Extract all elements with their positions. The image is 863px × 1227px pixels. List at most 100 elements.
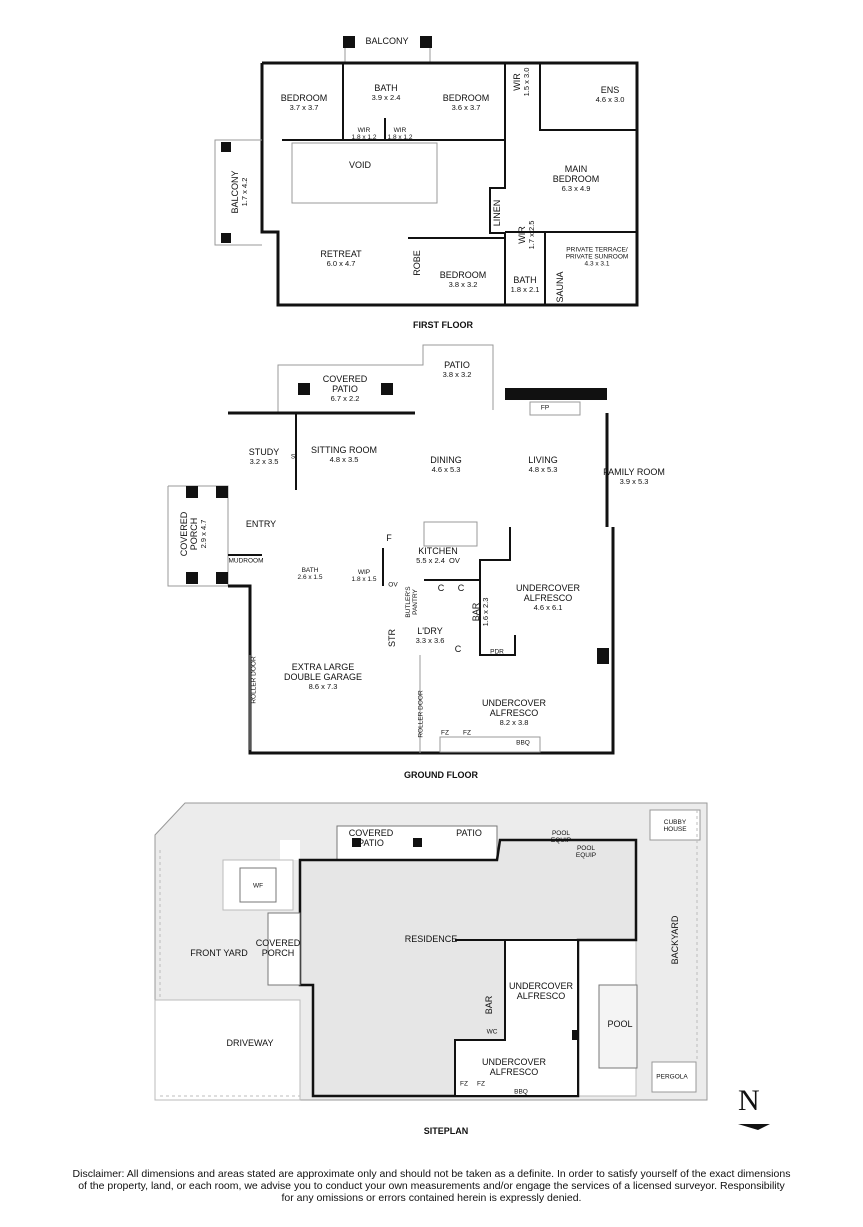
room-dims: 8.2 x 3.8 (499, 718, 529, 727)
label-line: BAR (484, 995, 494, 1015)
room-name: C (457, 583, 465, 593)
room-dims: 2.6 x 1.5 (297, 574, 323, 581)
room-name: WIP (357, 569, 371, 576)
label-line: RESIDENCE (404, 934, 458, 944)
ground-floor-title: GROUND FLOOR (404, 770, 478, 780)
room-name: PORCH (189, 517, 199, 551)
label-line: COVERED (348, 828, 394, 838)
room-dims: 3.2 x 3.5 (249, 457, 279, 466)
north-arrow-icon: N (738, 1084, 760, 1118)
label-line: PATIO (358, 838, 384, 848)
storage-label: S (291, 454, 295, 461)
room-name: SAUNA (555, 271, 565, 303)
room-name: DINING (430, 455, 462, 465)
room-name: C (454, 644, 462, 654)
first-floor-walls (214, 36, 639, 307)
room-dims: 1.5 x 3.0 (522, 67, 531, 97)
label-line: WC (486, 1028, 498, 1036)
room-name: C (437, 583, 445, 593)
room-label-linen: LINEN (492, 200, 502, 227)
room-label-powder-room: PDR (490, 649, 504, 656)
room-name: VOID (348, 160, 372, 170)
hedge-line (159, 810, 698, 1097)
room-name: FP (540, 404, 550, 412)
room-dims: 1.6 x 2.3 (481, 597, 490, 627)
label-line: FZ (477, 1080, 485, 1088)
label-line: ALFRESCO (516, 991, 566, 1001)
room-name: OV (388, 581, 398, 589)
room-dims: 4.8 x 3.5 (329, 455, 359, 464)
site-label-patio: PATIO (456, 828, 482, 838)
roller-door-label: ROLLER DOOR (251, 656, 258, 703)
siteplan-title: SITEPLAN (423, 1126, 469, 1136)
room-dims: 1.8 x 1.5 (351, 576, 377, 583)
first-floor-title: FIRST FLOOR (413, 320, 473, 330)
fridge-label: F (386, 533, 392, 543)
room-name: DOUBLE GARAGE (283, 672, 363, 682)
room-name: STUDY (248, 447, 280, 457)
north-arrow-pointer-icon (738, 1124, 770, 1130)
freezer-label: FZ (441, 730, 449, 737)
site-label-bar: BAR (484, 996, 494, 1015)
disclaimer-line: for any omissions or errors contained he… (281, 1192, 582, 1204)
label-line: POOL (576, 845, 596, 852)
room-dims: 6.0 x 4.7 (326, 259, 356, 268)
room-dims: 4.3 x 3.1 (584, 260, 610, 268)
room-name: SITTING ROOM (311, 445, 377, 455)
label-line: PATIO (456, 828, 482, 838)
room-dims: 4.6 x 5.3 (431, 465, 461, 474)
room-name: UNDERCOVER (481, 698, 547, 708)
site-label-front-yard: FRONT YARD (190, 948, 248, 958)
room-name: FZ (441, 729, 449, 737)
room-name: WIR (393, 127, 407, 134)
room-dims: 3.8 x 3.2 (442, 370, 472, 379)
room-dims: 1.8 x 1.2 (387, 134, 413, 141)
label-line: UNDERCOVER (481, 1057, 547, 1067)
site-label-pool: POOL (607, 1019, 632, 1029)
label-line: FZ (460, 1080, 468, 1088)
room-name: BATH (301, 567, 319, 574)
label-line: UNDERCOVER (508, 981, 574, 991)
room-name: EXTRA LARGE (291, 662, 355, 672)
label-line: POOL (551, 830, 571, 837)
room-name: ENTRY (245, 519, 277, 529)
roller-door-label: ROLLER DOOR (418, 690, 425, 737)
room-label-sauna: SAUNA (555, 271, 565, 302)
oven-label: OV (388, 582, 397, 589)
site-label-freezer: FZ (477, 1081, 485, 1088)
room-name: BATH (374, 83, 398, 93)
disclaimer: Disclaimer: All dimensions and areas sta… (0, 1168, 863, 1204)
site-label-bbq: BBQ (514, 1089, 528, 1096)
room-name: FZ (463, 729, 471, 737)
cupboard-label: C (458, 583, 465, 593)
room-name: PATIO (444, 360, 470, 370)
room-name: BAR (471, 602, 481, 622)
room-name: ROBE (412, 250, 422, 276)
room-name: WIR (517, 226, 527, 244)
label-line: BACKYARD (670, 915, 680, 965)
room-name: L'DRY (417, 626, 443, 636)
room-dims: 3.8 x 3.2 (448, 280, 478, 289)
label-line: PERGOLA (656, 1073, 688, 1081)
room-name: F (386, 533, 392, 543)
site-label-wc: WC (487, 1029, 498, 1036)
label-line: CUBBY (663, 819, 687, 826)
site-label-backyard: BACKYARD (670, 916, 680, 965)
